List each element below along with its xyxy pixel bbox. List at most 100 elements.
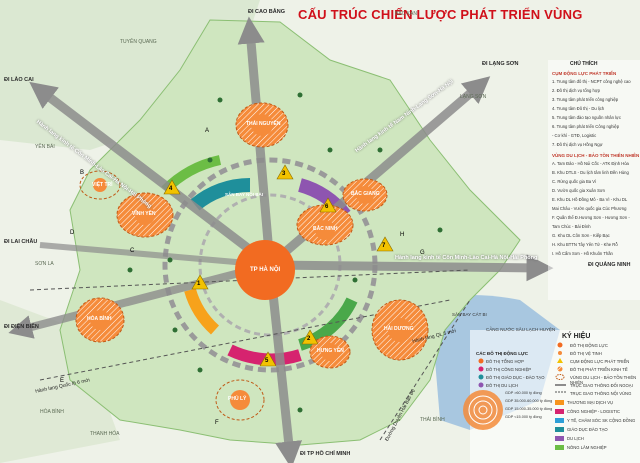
legend-item: G. Khu DL Côn Sơn - Kiếp Bạc [552,233,610,238]
symbols-heading: KÝ HIỆU [562,333,591,340]
economy-label: Y TẾ, CHĂM SÓC SK CỘNG ĐỒNG [567,418,636,423]
economy-label: NÔNG LÂM NGHIỆP [567,445,607,450]
corridor-label: Hành lang kinh tế Côn Minh-Lào Cai-Hà Nộ… [395,255,538,261]
scale-label: GDP 35.000-60.000 tỷ đồng [505,399,553,403]
economy-swatch [555,418,564,423]
province-label: LẠNG SƠN [460,94,487,100]
ring-teal [190,177,251,211]
phu-ly-dot [230,390,250,410]
legend-item: 7. Đô thị dịch vụ Hồng Ngự [552,142,603,147]
hung-yen-dot [321,343,339,361]
legend-item: C. Rừng quốc gia Ba Vì [552,179,597,184]
economy-row: Y TẾ, CHĂM SÓC SK CỘNG ĐỒNG [555,416,640,425]
scale-label: GDP 15.000-35.000 tỷ đồng [505,407,553,411]
legend-item: - Cơ khí - GTĐ, Logistic [552,133,597,138]
scale-circle-2 [468,395,498,425]
economy-list: THƯƠNG MẠI DỊCH VỤ CÔNG NGHIỆP - LOGISTI… [555,398,640,452]
zone-letter: E [60,378,65,384]
edge-label-left-top: ĐI LÀO CAI [4,77,34,83]
legend-group1-title: CỤM ĐỘNG LỰC PHÁT TRIỂN [552,71,617,76]
city-label-hanoi: TP HÀ NỘI [250,267,281,273]
dynamic-cities-title: CÁC ĐÔ THỊ ĐỘNG LỰC [476,351,528,356]
vinh-yen-dot [135,205,155,225]
economy-label: GIÁO DỤC ĐÀO TẠO [567,427,608,432]
legend-heading: CHÚ THÍCH [570,61,598,67]
province-label: THANH HÓA [90,431,120,437]
zone-4-triangle [163,179,181,195]
zone-number: 5 [265,358,269,364]
zone-2-triangle [301,329,319,345]
zone-letter: G [420,250,425,256]
legend-group1-list: 1. Trung tâm đô thị - NCPT công nghệ cao… [552,79,640,151]
zone-7-triangle [376,236,394,252]
symbol-item: TRỤC GIAO THÔNG ĐỐI NGOẠI [570,383,633,388]
scale-circle-3 [473,400,493,420]
symbol-markers [555,342,566,393]
symbol-item: CỤM ĐỘNG LỰC PHÁT TRIỂN [570,359,630,364]
symbol-item: TRỤC GIAO THÔNG NỘI VÙNG [570,391,632,396]
province-label: SƠN LA [35,261,54,267]
legend-item: D. Vườn quốc gia Xuân Sơn [552,188,605,193]
economy-label: CÔNG NGHIỆP - LOGISTIC [567,409,620,414]
province-label: YÊN BÁI [35,144,55,150]
city-label: HƯNG YÊN [317,348,344,354]
economy-row: GIÁO DỤC ĐÀO TẠO [555,425,640,434]
legend-item: H. Khu BTTN Tây Yên Tử - Khe Rỗ [552,242,618,247]
legend-item: E. Khu DL Hồ Đồng Mô - Ba Vì - Khu DL [552,197,628,202]
legend-item: 6. Trung tâm phát triển Công nghiệp [552,124,620,129]
legend-item: F. Quần thể Đ.Hương Sơn - Hương Sơn - [552,215,630,220]
zone-letter: A [205,128,210,134]
satellite-dots [127,92,443,413]
dynamic-cities-list: ĐÔ THỊ TỔNG HỢP ĐÔ THỊ CÔNG NGHIỆP ĐÔ TH… [486,359,556,391]
city-label: VIỆT TRÌ [92,182,113,188]
symbol-item: ĐÔ THỊ ĐỘNG LỰC [570,343,608,348]
zone-1-triangle [191,274,209,290]
legend-item: 3. Trung tâm phát triển công nghiệp [552,97,619,102]
scale-label: GDP <15.000 tỷ đồng [505,415,542,419]
symbol-item: ĐÔ THỊ VỆ TINH [570,351,602,356]
economy-label: DU LỊCH [567,436,584,441]
scale-title: GDP >60.000 tỷ đồng [505,391,542,395]
zone-letter: D [70,230,75,236]
zone-phu-ly [215,379,265,421]
ring-orange [184,288,220,335]
map-title: CẤU TRÚC CHIẾN LƯỢC PHÁT TRIỂN VÙNG [298,7,583,22]
zone-letter: F [215,420,219,426]
legend-group2-list: A. Tam Đảo - Hồ Núi Cốc - ATK Định Hóa B… [552,161,640,260]
economy-row: NÔNG LÂM NGHIỆP [555,443,640,452]
airport-cat-bi: SÂN BAY CÁT BI [452,312,487,317]
airport-noi-bai: SÂN BAY NỘI BÀI [225,192,264,197]
corridor-north [237,16,275,266]
city-label: BẮC NINH [313,226,338,232]
dynamic-city-item: ĐÔ THỊ DU LỊCH [486,383,519,388]
edge-label-right-top: ĐI LẠNG SƠN [482,61,519,67]
symbols-list: ĐÔ THỊ ĐỘNG LỰC ĐÔ THỊ VỆ TINH CỤM ĐỘNG … [570,343,640,399]
legend-panel [548,60,640,300]
dynamic-city-item: ĐÔ THỊ GIÁO DỤC - ĐÀO TẠO [486,375,545,380]
zone-number: 1 [197,281,201,287]
dynamic-city-markers [478,358,484,388]
symbol-item: ĐÔ THỊ PHÁT TRIỂN KINH TẾ [570,367,628,372]
city-label: VĨNH YÊN [132,211,156,217]
zone-3-triangle [276,164,294,180]
zone-letter: H [400,232,405,238]
province-label: HÒA BÌNH [40,409,64,415]
legend-item: Tam Chúc - Bái Đính [552,224,591,229]
province-label: TUYÊN QUANG [120,39,157,45]
legend-item: 2. Đô thị dịch vụ tổng hợp [552,88,600,93]
economy-row: DU LỊCH [555,434,640,443]
economy-swatch [555,400,564,405]
legend-item: Mai Châu - Vườn quốc gia Cúc Phương [552,206,627,211]
zone-letter: B [80,170,85,176]
legend-item: I. Hồ Cấm Sơn - Hồ Khuôn Thần [552,251,613,256]
zone-number: 4 [169,186,173,192]
legend-item: B. Khu DTLS - Du lịch tâm linh Đền Hùng [552,170,629,175]
economy-swatch [555,409,564,414]
edge-label-left-mid: ĐI LAI CHÂU [4,239,38,245]
corridor-lai-chau [39,242,271,268]
hanoi-core [235,240,295,300]
zone-6-triangle [319,197,337,213]
economy-row: THƯƠNG MẠI DỊCH VỤ [555,398,640,407]
